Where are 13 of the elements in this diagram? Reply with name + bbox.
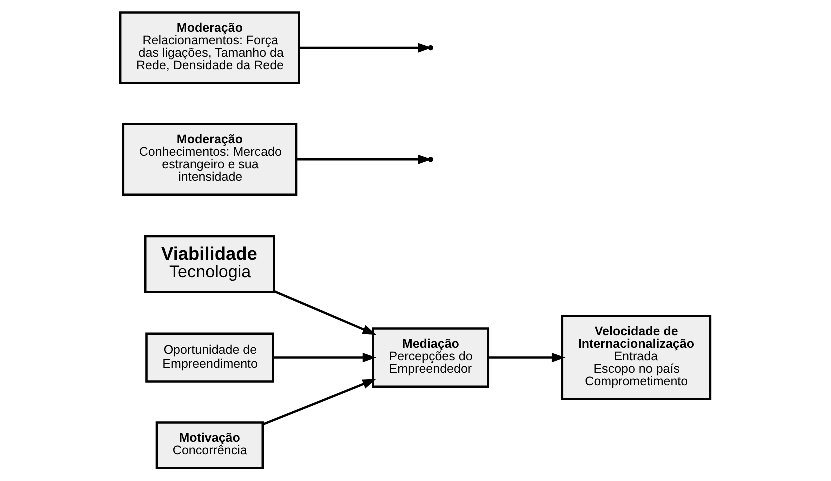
node-box: Moderação Relacionamentos: Força das ligações, Tamanho da Rede, Densidade da Rede <box>119 12 300 84</box>
node-box: Oportunidade de Empreendimento <box>146 332 274 383</box>
node-box: Moderação Conhecimentos: Mercado estrangeiro e sua intensidade <box>122 123 298 196</box>
node-box: Velocidade de Internacionalização Entrada Escopo no país Comprometimento <box>561 315 712 400</box>
node-box: Viabilidade Tecnologia <box>144 235 276 294</box>
arrow <box>273 353 377 363</box>
arrow <box>262 379 377 426</box>
arrow <box>299 43 432 53</box>
node-box: Motivação Concorrência <box>156 422 264 470</box>
node-box: Mediação Percepções do Empreendedor <box>372 328 490 388</box>
arrow <box>274 290 377 336</box>
arrow <box>488 353 566 363</box>
arrow <box>296 154 432 164</box>
